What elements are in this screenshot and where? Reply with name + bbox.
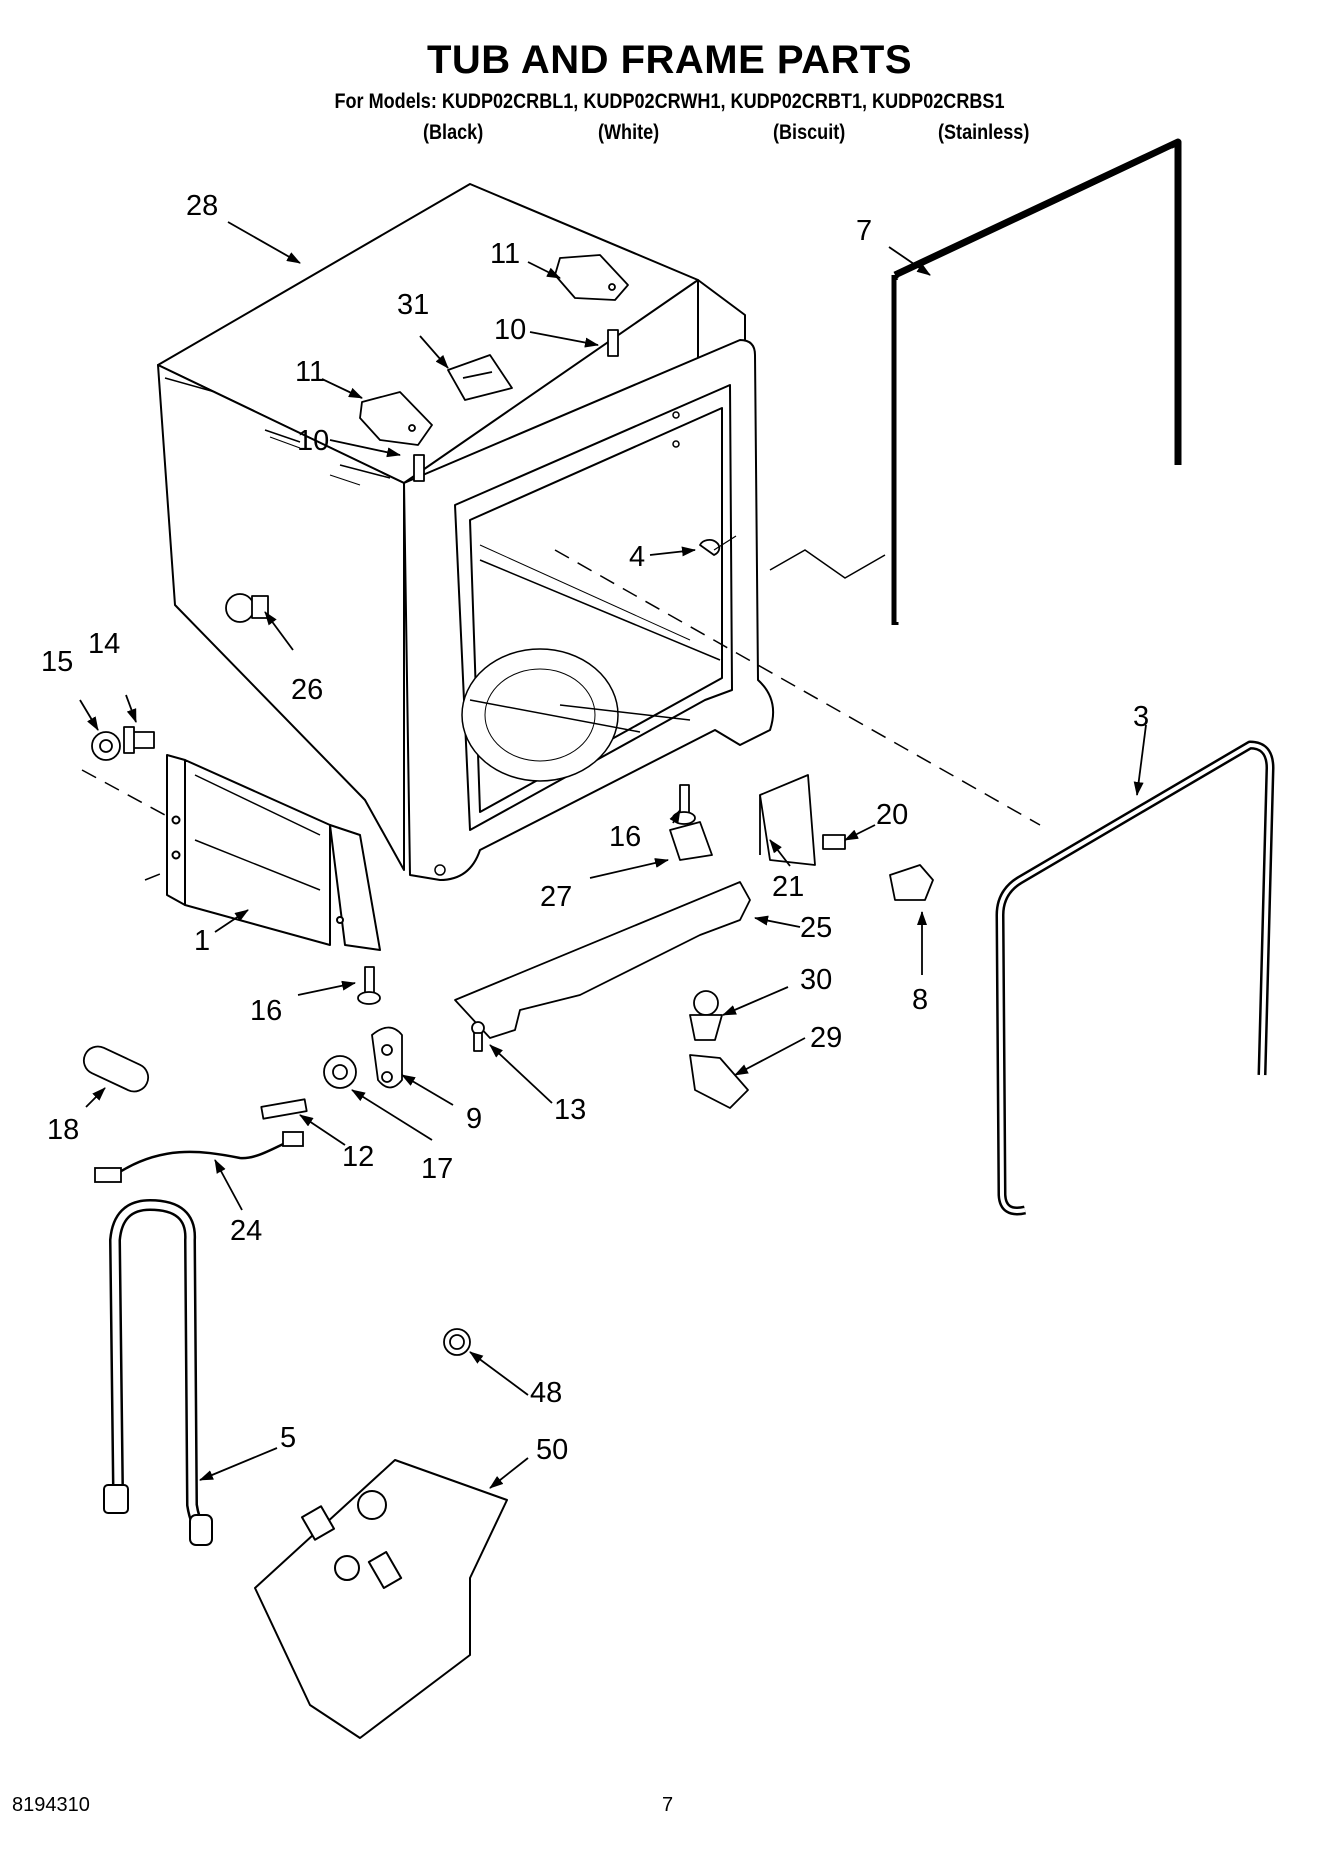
base-frame xyxy=(166,754,381,951)
callout-10-lower: 10 xyxy=(297,425,329,457)
page-number: 7 xyxy=(662,1794,674,1816)
document-number: 8194310 xyxy=(12,1794,90,1816)
callout-16-upper: 16 xyxy=(609,821,641,853)
variant-black: (Black) xyxy=(423,121,484,144)
callout-48: 48 xyxy=(530,1377,562,1409)
callout-5: 5 xyxy=(280,1422,296,1454)
models-line: For Models: KUDP02CRBL1, KUDP02CRWH1, KU… xyxy=(334,90,1005,113)
callout-27: 27 xyxy=(540,881,572,913)
callout-28: 28 xyxy=(186,190,218,222)
variant-biscuit: (Biscuit) xyxy=(773,121,846,144)
callout-8: 8 xyxy=(912,984,928,1016)
door-seal xyxy=(891,138,1182,625)
callout-20: 20 xyxy=(876,799,908,831)
callout-25: 25 xyxy=(800,912,832,944)
callout-11-top: 11 xyxy=(490,238,520,270)
callout-7: 7 xyxy=(856,215,872,247)
callout-11-lower: 11 xyxy=(295,356,325,388)
callout-30: 30 xyxy=(800,964,832,996)
callout-29: 29 xyxy=(810,1022,842,1054)
callout-15: 15 xyxy=(41,646,73,678)
callout-26: 26 xyxy=(291,674,323,706)
drain-hose xyxy=(103,1199,213,1546)
callout-50: 50 xyxy=(536,1434,568,1466)
callout-1: 1 xyxy=(194,925,210,957)
callout-numbers: 28 11 31 10 11 10 7 4 26 15 14 3 20 16 2… xyxy=(41,190,1149,1466)
callout-17: 17 xyxy=(421,1153,453,1185)
callout-3: 3 xyxy=(1133,701,1149,733)
callout-9: 9 xyxy=(466,1103,482,1135)
reference-lines xyxy=(81,549,1041,881)
callout-21: 21 xyxy=(772,871,804,903)
tub-assembly xyxy=(157,183,774,881)
callout-4: 4 xyxy=(629,541,645,573)
callout-18: 18 xyxy=(47,1114,79,1146)
callout-24: 24 xyxy=(230,1215,262,1247)
leader-arrows xyxy=(79,221,1147,1489)
callout-10-top: 10 xyxy=(494,314,526,346)
tub-gasket xyxy=(995,740,1275,1216)
variant-stainless: (Stainless) xyxy=(938,121,1030,144)
callout-13: 13 xyxy=(554,1094,586,1126)
ground-wire xyxy=(94,1131,304,1183)
callout-12: 12 xyxy=(342,1141,374,1173)
callout-14: 14 xyxy=(88,628,120,660)
callout-16-lower: 16 xyxy=(250,995,282,1027)
small-parts xyxy=(82,254,934,1356)
variant-white: (White) xyxy=(598,121,660,144)
parts-bag xyxy=(254,1459,508,1739)
callout-31: 31 xyxy=(397,289,429,321)
page-title: TUB AND FRAME PARTS xyxy=(426,38,913,82)
